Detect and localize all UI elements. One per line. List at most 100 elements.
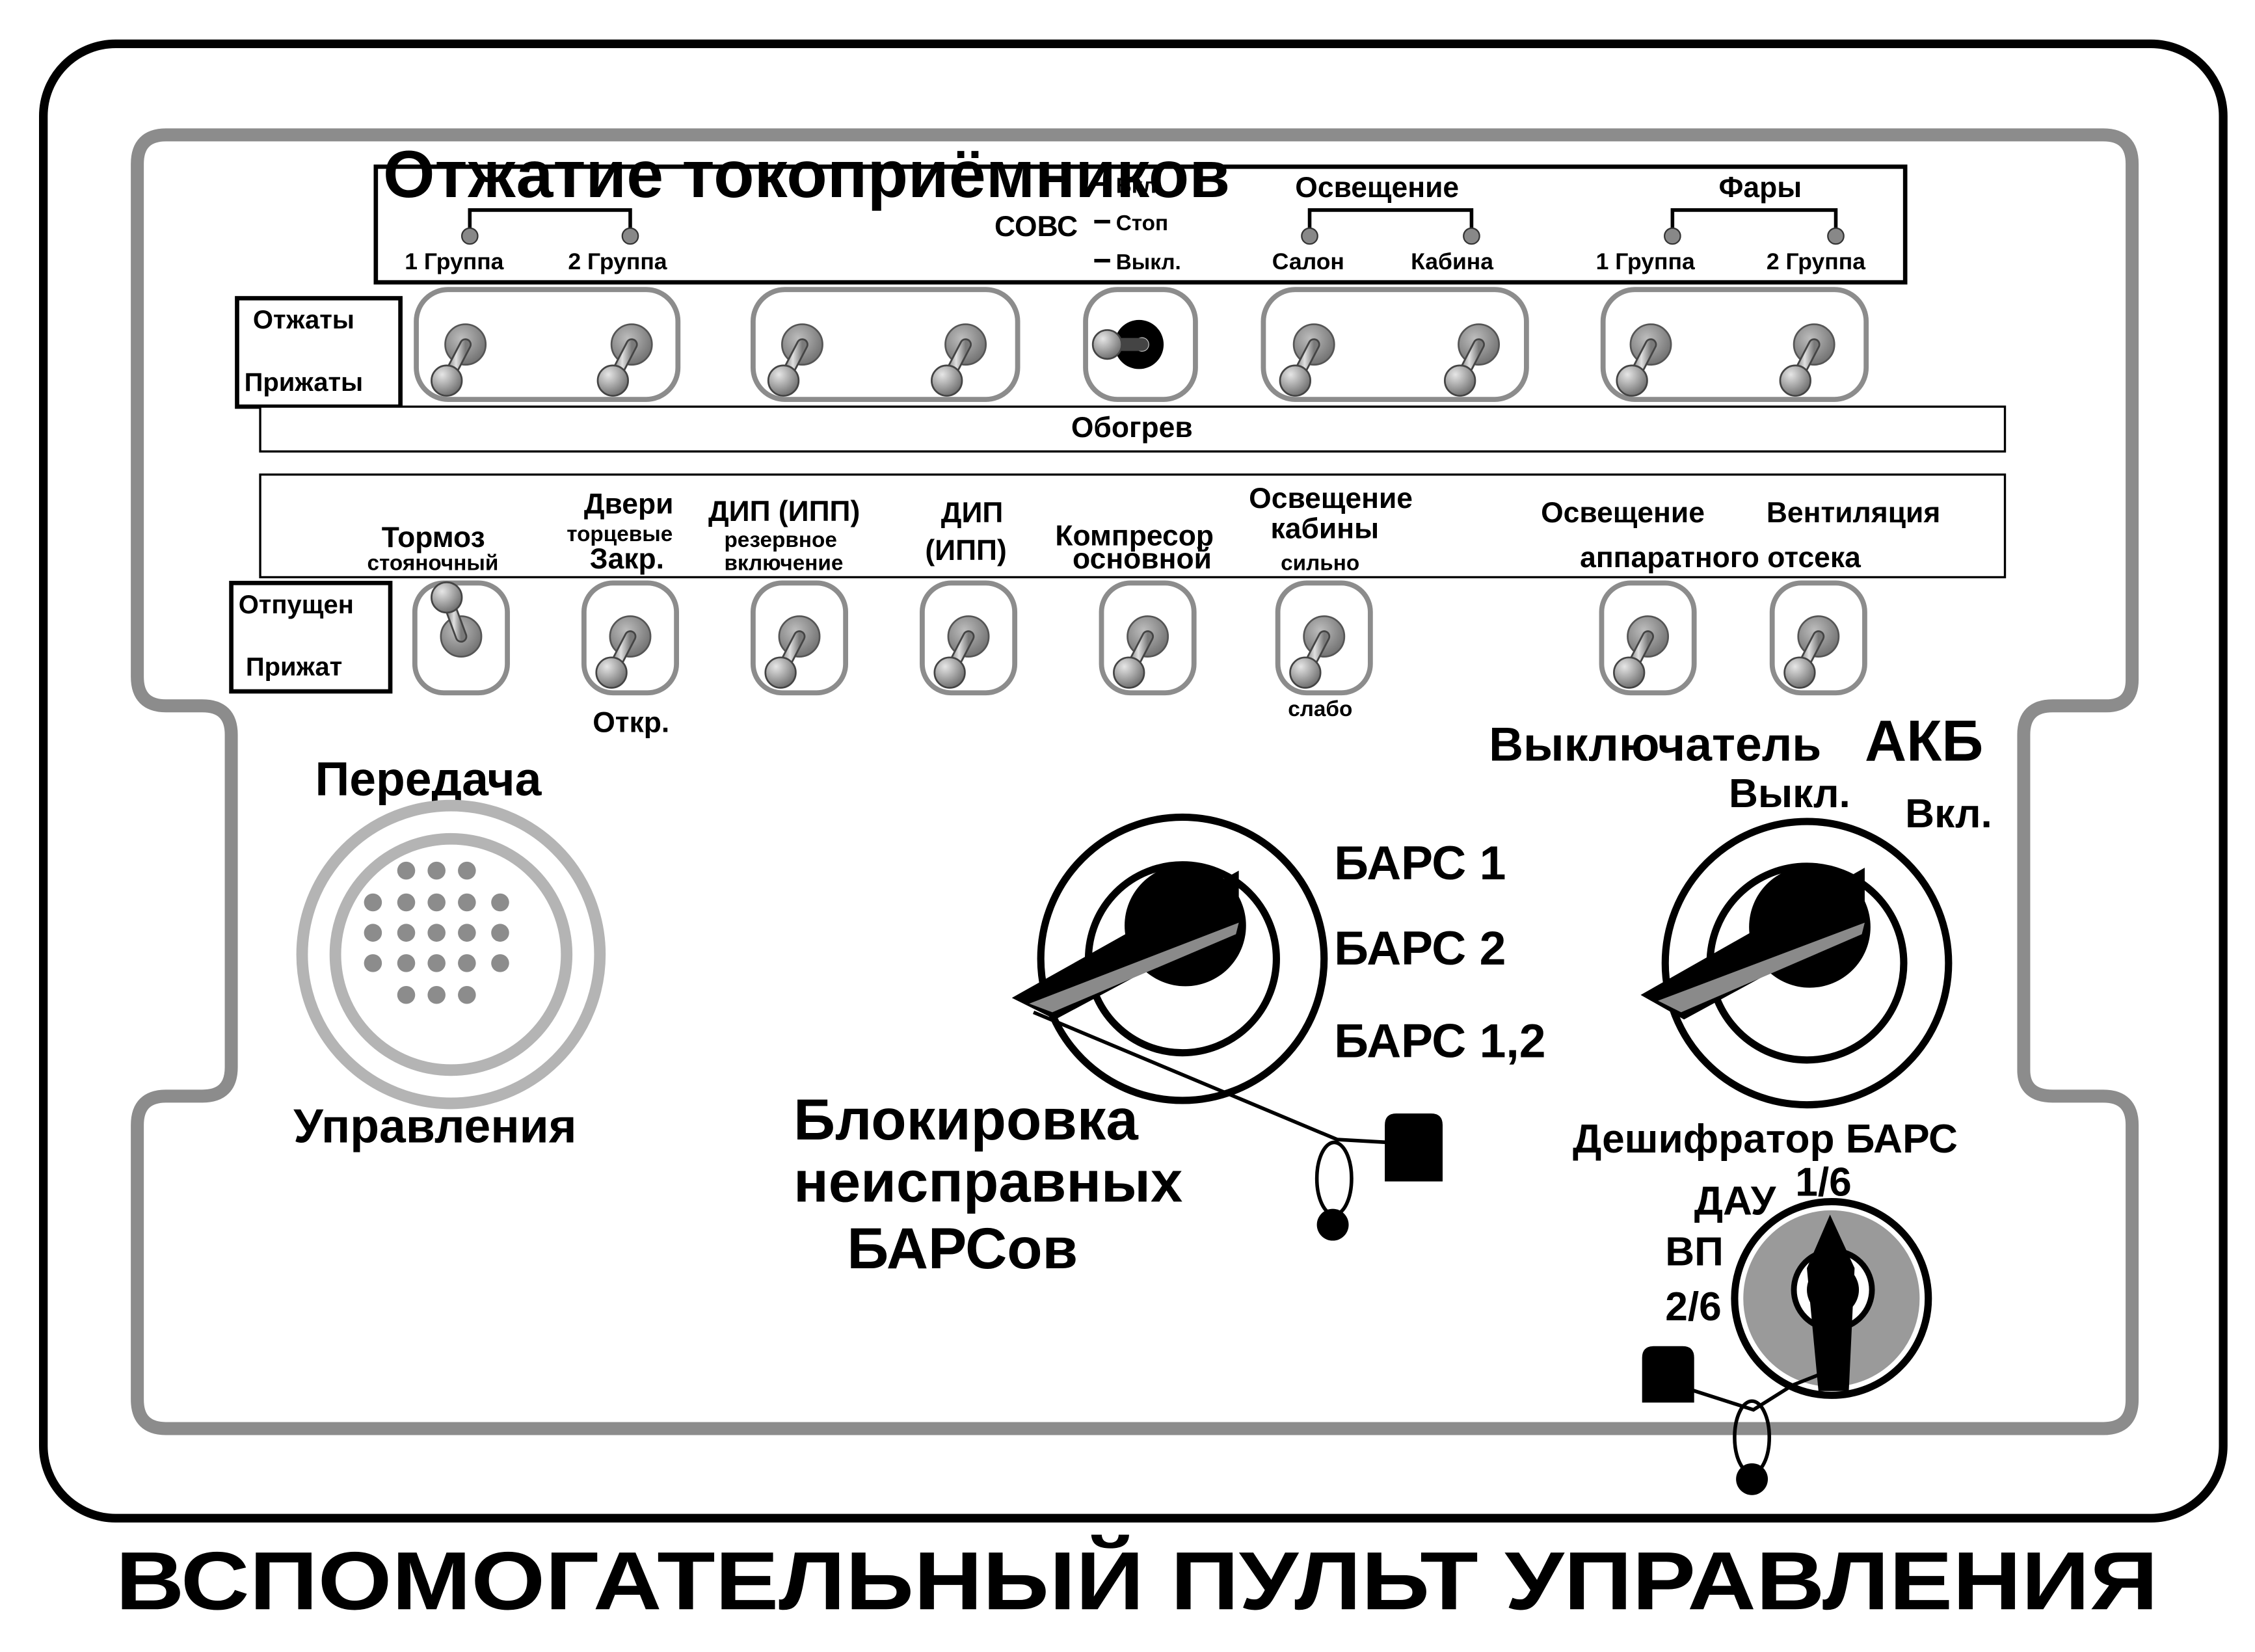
top-state-up-label: Отжаты bbox=[253, 306, 354, 334]
dip-reserve-sub1: резервное bbox=[724, 528, 836, 552]
lighting-salon-toggle-tip bbox=[1279, 364, 1311, 397]
lighting-title: Освещение bbox=[1295, 172, 1459, 204]
decoder-seal-wire bbox=[1676, 1367, 1834, 1412]
battery-switch-handle-bevel bbox=[1658, 922, 1865, 1013]
headlights-title: Фары bbox=[1718, 172, 1802, 204]
blank-1-toggle[interactable] bbox=[767, 323, 823, 397]
doors-closed-label: Закр. bbox=[590, 543, 664, 575]
lighting-bracket bbox=[1307, 208, 1474, 235]
headlights-group2-label: 2 Группа bbox=[1767, 248, 1865, 274]
speaker-hole bbox=[491, 924, 509, 942]
dip-title-1: ДИП bbox=[941, 497, 1004, 529]
battery-title-2: АКБ bbox=[1865, 709, 1983, 773]
lighting-cab-toggle-tip bbox=[1443, 364, 1476, 397]
headlights-1-toggle[interactable] bbox=[1616, 323, 1672, 397]
bottom-state-up-label: Отпущен bbox=[239, 591, 354, 619]
doors-title: Двери bbox=[584, 488, 674, 520]
cab-light-weak: слабо bbox=[1288, 697, 1352, 721]
cab-light-toggle[interactable] bbox=[1289, 615, 1346, 689]
dip-toggle[interactable] bbox=[933, 615, 990, 689]
lighting-salon-label: Салон bbox=[1272, 248, 1344, 274]
speaker-hole bbox=[397, 861, 416, 880]
bars-seal-lock bbox=[1385, 1113, 1443, 1182]
toggle-switches bbox=[431, 319, 1840, 689]
speaker-hole bbox=[397, 924, 416, 942]
lighting-cab-label: Кабина bbox=[1411, 248, 1493, 274]
cab-light-toggle-tip bbox=[1289, 656, 1322, 689]
speaker-label-bottom: Управления bbox=[293, 1099, 576, 1152]
cab-light-strong: сильно bbox=[1281, 551, 1359, 575]
speaker-hole bbox=[427, 861, 446, 880]
top-label-box bbox=[373, 164, 1908, 285]
headlights-dot-2 bbox=[1827, 227, 1845, 245]
blank-2-toggle-tip bbox=[931, 364, 963, 397]
battery-on-label: Вкл. bbox=[1905, 792, 1992, 836]
cab-light-title-1: Освещение bbox=[1249, 483, 1413, 514]
headlights-bracket bbox=[1670, 208, 1838, 235]
battery-off-label: Выкл. bbox=[1729, 771, 1850, 816]
decoder-pointer[interactable] bbox=[1807, 1214, 1855, 1391]
doors-toggle[interactable] bbox=[595, 615, 652, 689]
decoder-pos-1-6: 1/6 bbox=[1795, 1160, 1852, 1205]
ventilation-toggle-tip bbox=[1783, 656, 1816, 689]
top-state-box bbox=[235, 296, 403, 409]
dip-reserve-sub2: включение bbox=[724, 551, 843, 575]
pantograph-1-toggle[interactable] bbox=[431, 323, 487, 397]
bars-switch-handle[interactable] bbox=[1011, 870, 1239, 1020]
bars-seal-wire bbox=[1032, 1010, 1388, 1145]
blank-2-toggle[interactable] bbox=[931, 323, 987, 397]
brake-title: Тормоз bbox=[382, 522, 485, 553]
decoder-seal-lock bbox=[1642, 1346, 1694, 1403]
speaker-hole bbox=[397, 985, 416, 1004]
pantograph-2-toggle[interactable] bbox=[596, 323, 653, 397]
speaker-hole bbox=[458, 924, 476, 942]
dip-reserve-toggle-tip bbox=[764, 656, 797, 689]
speaker-hole bbox=[364, 954, 382, 972]
inner-frame bbox=[131, 128, 2139, 1435]
heating-label: Обогрев bbox=[1071, 412, 1193, 444]
compressor-sub: основной bbox=[1073, 543, 1212, 575]
compressor-toggle[interactable] bbox=[1113, 615, 1169, 689]
lighting-salon-toggle[interactable] bbox=[1279, 323, 1335, 397]
app-light-toggle[interactable] bbox=[1613, 615, 1670, 689]
pantograph-dot-2 bbox=[621, 227, 639, 245]
sovs-toggle[interactable] bbox=[1091, 319, 1164, 369]
brake-sub: стояночный bbox=[367, 551, 498, 575]
app-light-title: Освещение bbox=[1541, 497, 1705, 529]
dip-reserve-toggle[interactable] bbox=[764, 615, 821, 689]
speaker-hole bbox=[458, 893, 476, 912]
bars-pos3-label: БАРС 1,2 bbox=[1334, 1014, 1545, 1067]
panel-title: ВСПОМОГАТЕЛЬНЫЙ ПУЛЬТ УПРАВЛЕНИЯ bbox=[116, 1534, 2158, 1627]
brake-toggle[interactable] bbox=[431, 581, 483, 658]
cab-light-title-2: кабины bbox=[1271, 513, 1380, 544]
dip-toggle-tip bbox=[933, 656, 966, 689]
sovs-label: СОВС bbox=[994, 211, 1078, 243]
decoder-title: Дешифратор БАРС bbox=[1573, 1117, 1958, 1162]
pantograph-bracket bbox=[468, 208, 632, 235]
pantograph-group1-label: 1 Группа bbox=[405, 248, 503, 274]
pantograph-dot-1 bbox=[460, 227, 479, 245]
pantograph-1-toggle-tip bbox=[431, 364, 463, 397]
speaker-hole bbox=[427, 985, 446, 1004]
speaker-grille bbox=[364, 861, 509, 1004]
lighting-cab-toggle[interactable] bbox=[1443, 323, 1500, 397]
decoder-pos-2-6: 2/6 bbox=[1665, 1285, 1722, 1329]
speaker-label-top: Передача bbox=[315, 753, 542, 806]
compressor-toggle-tip bbox=[1113, 656, 1145, 689]
headlights-dot-1 bbox=[1664, 227, 1681, 245]
battery-switch-handle[interactable] bbox=[1640, 868, 1865, 1020]
speaker-hole bbox=[458, 861, 476, 880]
bottom-state-down-label: Прижат bbox=[246, 653, 342, 682]
speaker-hole bbox=[397, 954, 416, 972]
bottom-state-box bbox=[229, 581, 393, 694]
speaker-hole bbox=[491, 893, 509, 912]
headlights-2-toggle[interactable] bbox=[1779, 323, 1835, 397]
speaker-hole bbox=[458, 985, 476, 1004]
speaker-hole bbox=[427, 924, 446, 942]
sovs-toggle-tip bbox=[1091, 329, 1123, 360]
speaker-hole bbox=[364, 893, 382, 912]
ventilation-toggle[interactable] bbox=[1783, 615, 1840, 689]
doors-toggle-tip bbox=[595, 656, 628, 689]
bars-block-label-1: Блокировка bbox=[794, 1087, 1138, 1152]
